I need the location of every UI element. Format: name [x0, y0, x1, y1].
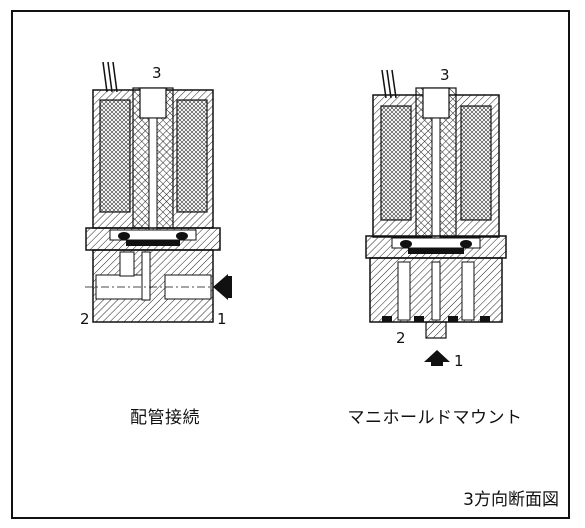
left-port-1-label: 1 — [217, 310, 227, 328]
right-caption: マニホールドマウント — [347, 408, 523, 428]
left-port-2-label: 2 — [80, 310, 90, 328]
right-port-2-label: 2 — [396, 329, 406, 347]
right-port-1-label: 1 — [454, 352, 464, 370]
figure-title: 3方向断面図 — [463, 490, 559, 510]
figure-frame — [11, 10, 570, 519]
left-caption: 配管接続 — [130, 408, 200, 428]
right-port-3-label: 3 — [440, 66, 450, 84]
left-port-3-label: 3 — [152, 64, 162, 82]
left-valve-section: 3 2 1 — [80, 61, 232, 328]
right-valve-section: 3 2 1 — [365, 66, 507, 370]
